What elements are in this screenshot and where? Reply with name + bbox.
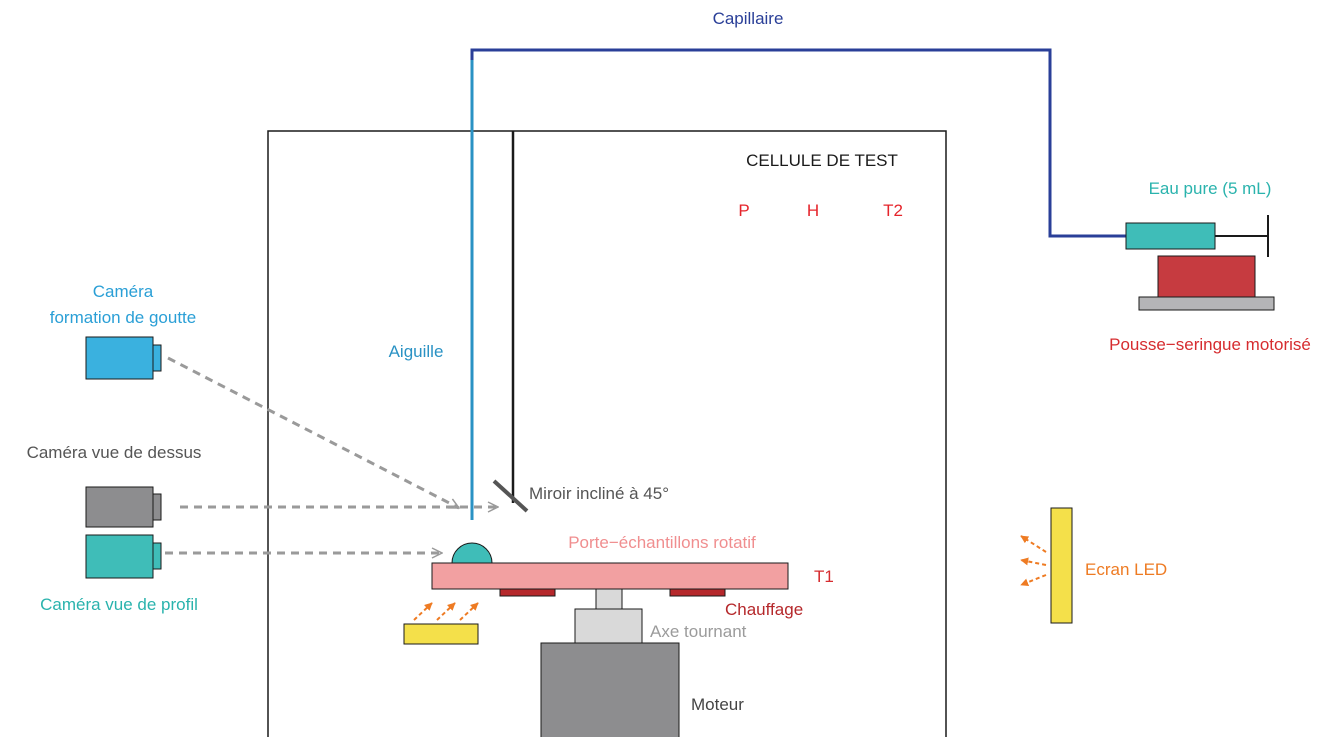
syringe-body: [1125, 222, 1216, 250]
camera-top-view: [85, 486, 162, 528]
test-cell-frame: [267, 130, 947, 737]
heating-label: Chauffage: [725, 600, 803, 619]
heating-element-left: [499, 588, 556, 597]
sample-holder-label: Porte−échantillons rotatif: [568, 533, 756, 552]
led-screen-label: Ecran LED: [1085, 560, 1167, 579]
syringe-pump-label: Pousse−seringue motorisé: [1109, 335, 1311, 354]
rotating-axis-hub: [574, 608, 643, 644]
sensor-p-label: P: [738, 201, 749, 220]
sample-holder: [431, 562, 789, 590]
sensor-t2-label: T2: [883, 201, 903, 220]
bottom-led-light-arrows: [413, 602, 479, 621]
camera-profile-view: [85, 534, 162, 579]
led-screen-light-arrows: [1020, 535, 1047, 587]
camera-profile-label: Caméra vue de profil: [40, 595, 198, 614]
motor-label: Moteur: [691, 695, 744, 714]
capillary-label: Capillaire: [713, 9, 784, 28]
capillary-tube: [470, 48, 1126, 238]
sensor-t1-label: T1: [814, 567, 834, 586]
heating-element-right: [669, 588, 726, 597]
sensor-h-label: H: [807, 201, 819, 220]
bottom-led: [403, 623, 479, 645]
syringe-pump-motor: [1157, 255, 1256, 298]
optical-path-drop: [167, 356, 459, 510]
camera-drop-label-line2: formation de goutte: [50, 308, 196, 327]
motor: [540, 642, 680, 737]
rotating-axis-shaft: [595, 588, 623, 610]
camera-drop-formation: [85, 336, 162, 380]
needle-label: Aiguille: [389, 342, 444, 361]
test-cell-label: CELLULE DE TEST: [746, 151, 898, 170]
rotating-axis-label: Axe tournant: [650, 622, 747, 641]
camera-drop-label-line1: Caméra: [93, 282, 154, 301]
camera-top-label: Caméra vue de dessus: [27, 443, 202, 462]
mirror: [492, 479, 529, 513]
syringe-pump-base: [1138, 296, 1275, 311]
pure-water-label: Eau pure (5 mL): [1149, 179, 1272, 198]
led-screen: [1050, 507, 1073, 624]
water-droplet: [451, 542, 493, 564]
mirror-label: Miroir incliné à 45°: [529, 484, 669, 503]
